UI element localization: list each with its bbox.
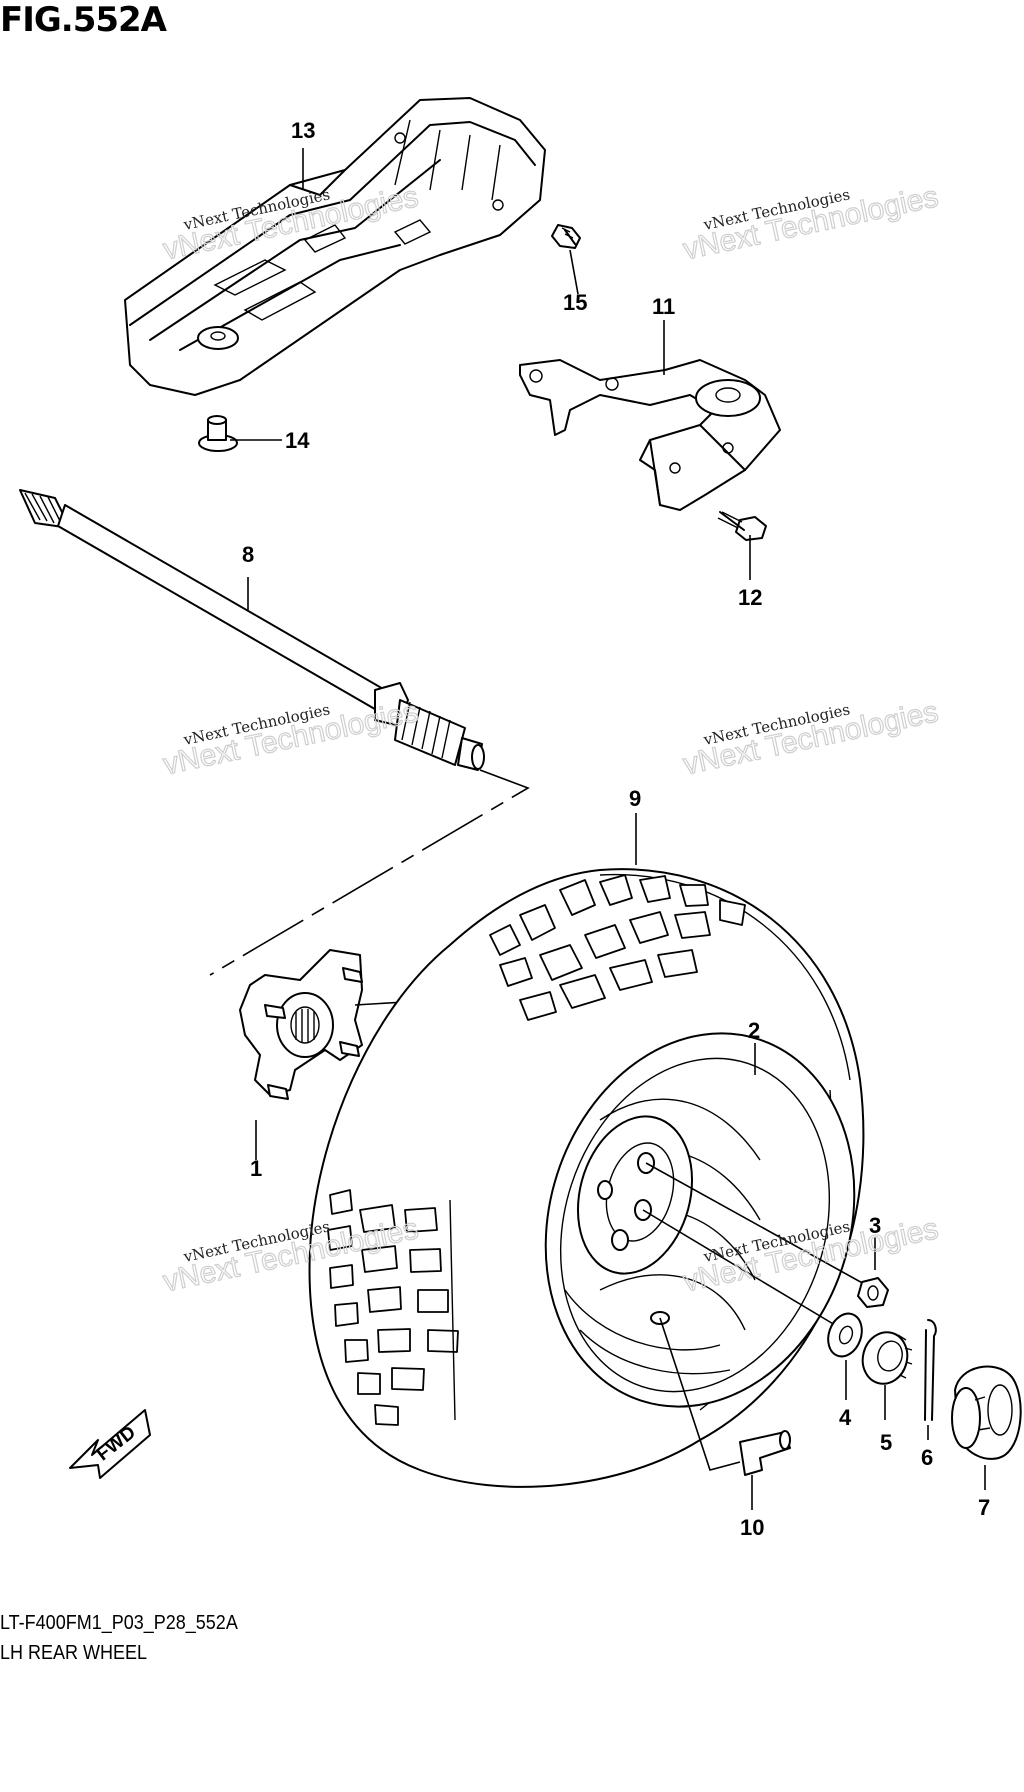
callout-14: 14 bbox=[285, 428, 310, 453]
watermark-2: vNext Technologies vNext Technologies bbox=[680, 180, 942, 267]
part-1-hub bbox=[239, 949, 363, 1100]
part-12-bolt bbox=[717, 511, 767, 541]
callout-10: 10 bbox=[740, 1515, 764, 1540]
watermark-4: vNext Technologies vNext Technologies bbox=[680, 695, 942, 782]
callout-7: 7 bbox=[978, 1495, 990, 1520]
callout-leaders bbox=[230, 148, 986, 1510]
figure-title: FIG.552A bbox=[0, 0, 167, 40]
callout-13: 13 bbox=[291, 118, 315, 143]
part-11-bracket bbox=[519, 359, 781, 511]
part-13-skid-plate bbox=[124, 97, 546, 396]
part-2-rim bbox=[544, 1032, 856, 1408]
part-8-axle-shaft bbox=[19, 489, 485, 771]
callout-1: 1 bbox=[250, 1156, 262, 1181]
callout-5: 5 bbox=[880, 1430, 892, 1455]
part-3-nut bbox=[857, 1277, 889, 1308]
part-7-cap bbox=[951, 1365, 1022, 1460]
diagram-name: LH REAR WHEEL bbox=[0, 1642, 148, 1664]
callout-6: 6 bbox=[921, 1445, 933, 1470]
part-14-bolt bbox=[198, 415, 238, 452]
callout-4: 4 bbox=[839, 1405, 852, 1430]
fwd-direction-arrow: FWD bbox=[69, 1409, 151, 1479]
callout-8: 8 bbox=[242, 542, 254, 567]
callout-labels: 13 15 11 12 14 8 9 2 1 3 4 5 6 7 10 bbox=[242, 118, 990, 1540]
callout-15: 15 bbox=[563, 290, 587, 315]
callout-3: 3 bbox=[869, 1213, 881, 1238]
part-10-valve bbox=[739, 1430, 791, 1476]
callout-2: 2 bbox=[748, 1018, 760, 1043]
callout-11: 11 bbox=[652, 294, 675, 319]
part-15-bolt bbox=[551, 224, 581, 249]
part-6-cotter-pin bbox=[924, 1319, 937, 1421]
part-4-washer bbox=[827, 1312, 863, 1358]
callout-12: 12 bbox=[738, 585, 762, 610]
part-5-castle-nut bbox=[861, 1331, 913, 1385]
callout-9: 9 bbox=[629, 786, 641, 811]
diagram-code: LT-F400FM1_P03_P28_552A bbox=[0, 1612, 238, 1634]
